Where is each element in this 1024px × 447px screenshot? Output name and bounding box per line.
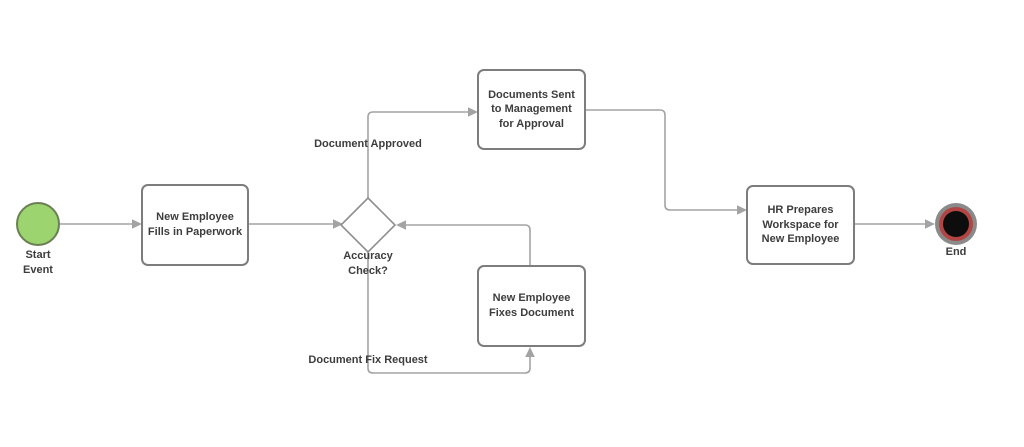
node-end-event[interactable] <box>935 203 977 245</box>
edge-label-document-approved: Document Approved <box>314 138 422 150</box>
node-accuracy-check-gateway[interactable] <box>339 196 397 254</box>
arrowhead-icon <box>396 220 406 230</box>
arrowhead-icon <box>525 347 535 357</box>
arrowhead-icon <box>737 205 747 215</box>
edge-label-document-fix-request: Document Fix Request <box>308 354 428 366</box>
node-hr-prepares-workspace[interactable]: HR Prepares Workspace for New Employee <box>746 185 855 265</box>
end-event-core <box>943 211 969 237</box>
node-start-event[interactable] <box>16 202 60 246</box>
arrowhead-icon <box>925 219 935 229</box>
node-new-employee-fixes-document[interactable]: New Employee Fixes Document <box>477 265 586 347</box>
arrowhead-icon <box>333 219 343 229</box>
node-documents-sent-to-management[interactable]: Documents Sent to Management for Approva… <box>477 69 586 150</box>
task-label: HR Prepares Workspace for New Employee <box>761 204 840 246</box>
start-event-label: Start Event <box>23 249 53 276</box>
task-label: New Employee Fills in Paperwork <box>147 211 243 238</box>
edge-management-to-hr[interactable] <box>586 109 737 211</box>
arrowhead-icon <box>468 107 478 117</box>
edge-gateway-to-management[interactable] <box>367 111 468 199</box>
task-label: New Employee Fixes Document <box>489 292 574 319</box>
end-event-label: End <box>945 246 967 258</box>
task-label: Documents Sent to Management for Approva… <box>488 88 575 130</box>
accuracy-check-label: Accuracy Check? <box>343 250 393 277</box>
edge-fix-to-gateway[interactable] <box>406 224 531 265</box>
edge-gateway-to-fix[interactable] <box>367 251 531 374</box>
node-new-employee-fills-in-paperwork[interactable]: New Employee Fills in Paperwork <box>141 184 249 266</box>
arrowhead-icon <box>132 219 142 229</box>
